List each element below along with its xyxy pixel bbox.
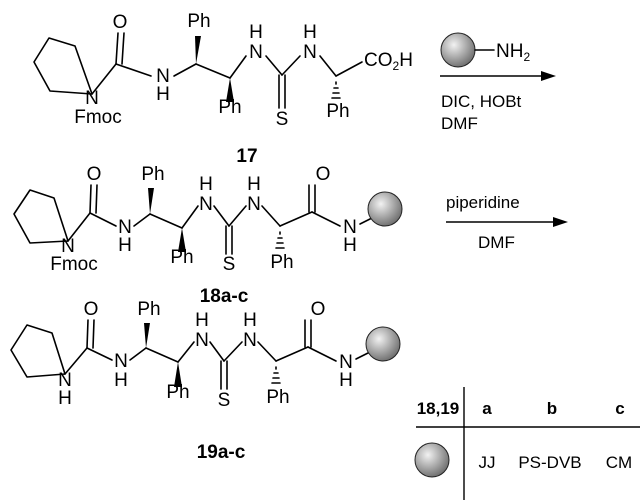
phenyl-label: Ph bbox=[170, 247, 193, 268]
nitrogen-atom: N bbox=[61, 236, 75, 257]
nitrogen-atom: N bbox=[199, 194, 213, 215]
hydrogen-atom: H bbox=[195, 310, 209, 331]
sulfur-atom: S bbox=[276, 109, 289, 130]
oxygen-atom: O bbox=[84, 299, 99, 320]
table-value-a: JJ bbox=[479, 453, 496, 472]
nitrogen-atom: N bbox=[156, 66, 170, 87]
hydrogen-atom: H bbox=[118, 235, 132, 256]
nitrogen-atom: N bbox=[339, 352, 353, 373]
carboxylic-acid-label: CO2H bbox=[364, 50, 413, 73]
hydrogen-atom: H bbox=[58, 388, 72, 409]
hydrogen-atom: H bbox=[243, 310, 257, 331]
deprotection-solvent: DMF bbox=[478, 233, 515, 252]
compound-17-label: 17 bbox=[236, 146, 257, 167]
table-header-label: 18,19 bbox=[417, 399, 460, 418]
nitrogen-atom: N bbox=[303, 42, 317, 63]
phenyl-label: Ph bbox=[187, 11, 210, 32]
hydrogen-atom: H bbox=[343, 235, 357, 256]
nitrogen-atom: N bbox=[343, 217, 357, 238]
table-column-c: c bbox=[615, 399, 624, 418]
oxygen-atom: O bbox=[87, 164, 102, 185]
nitrogen-atom: N bbox=[247, 194, 261, 215]
resin-bead-amine: NH2 bbox=[440, 32, 530, 68]
sulfur-atom: S bbox=[223, 254, 236, 275]
reaction-arrow-1 bbox=[440, 71, 556, 81]
nitrogen-atom: N bbox=[58, 370, 72, 391]
compound-18-label: 18a-c bbox=[200, 286, 249, 307]
oxygen-atom: O bbox=[316, 164, 331, 185]
hydrogen-atom: H bbox=[249, 22, 263, 43]
phenyl-label: Ph bbox=[326, 101, 349, 122]
fmoc-label: Fmoc bbox=[74, 107, 122, 128]
hydrogen-atom: H bbox=[303, 22, 317, 43]
nitrogen-atom: N bbox=[249, 42, 263, 63]
nitrogen-atom: N bbox=[85, 88, 99, 109]
fmoc-label: Fmoc bbox=[50, 254, 98, 275]
phenyl-label: Ph bbox=[137, 299, 160, 320]
oxygen-atom: O bbox=[113, 12, 128, 33]
sulfur-atom: S bbox=[218, 390, 231, 411]
phenyl-label: Ph bbox=[270, 252, 293, 273]
deprotection-reagent: piperidine bbox=[446, 193, 520, 212]
hydrogen-atom: H bbox=[114, 370, 128, 391]
molecule-17: O N Fmoc N H Ph Ph H N S H N Ph CO2H bbox=[33, 11, 413, 130]
table-value-c: CM bbox=[606, 453, 632, 472]
table-column-b: b bbox=[547, 399, 557, 418]
molecule-19: O N H N H Ph Ph H N S H N Ph O N H bbox=[10, 299, 401, 411]
hydrogen-atom: H bbox=[199, 174, 213, 195]
phenyl-label: Ph bbox=[266, 387, 289, 408]
nitrogen-atom: N bbox=[118, 217, 132, 238]
molecule-18: O N Fmoc N H Ph Ph H N S H N Ph O N H bbox=[13, 164, 403, 275]
reagents-line-1: DIC, HOBt bbox=[441, 92, 522, 111]
hydrogen-atom: H bbox=[156, 84, 170, 105]
phenyl-label: Ph bbox=[166, 382, 189, 403]
amine-label: NH2 bbox=[496, 41, 530, 64]
hydrogen-atom: H bbox=[247, 174, 261, 195]
phenyl-label: Ph bbox=[218, 97, 241, 118]
phenyl-label: Ph bbox=[141, 164, 164, 185]
hydrogen-atom: H bbox=[339, 370, 353, 391]
oxygen-atom: O bbox=[311, 299, 326, 320]
table-column-a: a bbox=[482, 399, 492, 418]
resin-table: 18,19 a b c JJ PS-DVB CM bbox=[414, 387, 640, 500]
nitrogen-atom: N bbox=[195, 330, 209, 351]
reagents-line-2: DMF bbox=[441, 114, 478, 133]
nitrogen-atom: N bbox=[243, 330, 257, 351]
resin-bead-icon bbox=[414, 442, 450, 478]
compound-19-label: 19a-c bbox=[197, 442, 246, 463]
nitrogen-atom: N bbox=[114, 351, 128, 372]
reaction-arrow-2 bbox=[446, 217, 568, 227]
table-value-b: PS-DVB bbox=[518, 453, 581, 472]
